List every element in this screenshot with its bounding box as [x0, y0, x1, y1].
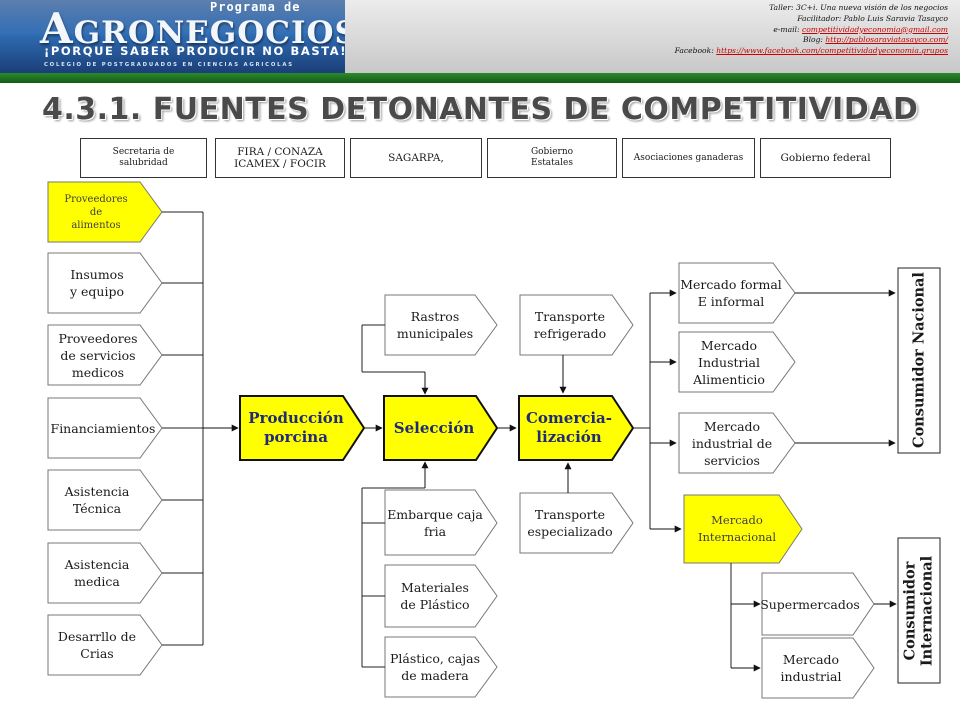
email-link[interactable]: competitividadyeconomia@gmail.com: [801, 24, 948, 34]
supplier-shape-crias: [47, 614, 163, 676]
info-blog-row: Blog: http://pablosaraviatasayco.com/: [675, 35, 948, 46]
workshop-info: Taller: 3C+i. Una nueva visión de los ne…: [675, 3, 948, 57]
mercado-formal-informal: Mercado formal E informal: [680, 277, 782, 309]
produccion-shape: [239, 395, 366, 461]
mercado-formal-shape: [678, 262, 796, 324]
info-facebook-label: Facebook:: [674, 46, 717, 56]
banner-program-label: Programa de: [210, 0, 301, 14]
supplier-shape-asistencia-medica: [47, 542, 163, 604]
supplier-shape-insumos: [47, 252, 163, 314]
supplier-shape-alimentos: [47, 181, 163, 243]
page-title: 4.3.1. FUENTES DETONANTES DE COMPETITIVI…: [42, 92, 919, 127]
banner-slogan: ¡PORQUE SABER PRODUCIR NO BASTA!: [44, 44, 345, 58]
mercado-internacional: Mercado Internacional: [697, 513, 777, 544]
materiales-shape: [384, 564, 498, 628]
institution-fira-conaza: FIRA / CONAZA ICAMEX / FOCIR: [215, 138, 345, 178]
consumidor-internacional: Consumidor Internacional: [901, 555, 936, 667]
info-email-label: e-mail:: [773, 24, 802, 34]
supplier-servicios-medicos: Proveedores de servicios medicos: [58, 330, 138, 380]
supermercados-shape: [761, 572, 875, 636]
mercado-industrial-servicios: Mercado industrial de servicios: [691, 418, 773, 468]
chain-comercializacion: Comercia- lización: [525, 409, 613, 446]
chain-seleccion: Selección: [393, 418, 475, 437]
mercado-industrial-alimenticio: Mercado Industrial Alimenticio: [693, 337, 765, 387]
supplier-desarrollo-crias: Desarrllo de Crias: [57, 629, 137, 661]
embarque-shape: [384, 489, 498, 556]
institution-gobierno-estatales: Gobierno Estatales: [487, 138, 617, 178]
input-materiales-plastico: Materiales de Plástico: [400, 580, 470, 612]
program-banner: Programa de AGRONEGOCIOS ¡PORQUE SABER P…: [0, 0, 345, 73]
seleccion-shape: [383, 395, 499, 461]
mercado-industrial-servicios-shape: [678, 412, 796, 474]
institution-gobierno-federal: Gobierno federal: [760, 138, 891, 178]
rastros-shape: [384, 294, 498, 356]
supplier-asistencia-medica: Asistencia medica: [64, 557, 130, 589]
supplier-bracket: [162, 211, 204, 646]
supplier-insumos-equipo: Insumos y equipo: [69, 267, 124, 299]
info-facebook-row: Facebook: https://www.facebook.com/compe…: [675, 46, 948, 57]
logo-initial: A: [40, 4, 74, 53]
institution-asociaciones-ganaderas: Asociaciones ganaderas: [622, 138, 755, 178]
consumidor-internacional-box: [897, 537, 941, 684]
header-bar: Taller: 3C+i. Una nueva visión de los ne…: [345, 0, 960, 73]
input-plastico-cajas-madera: Plástico, cajas de madera: [390, 651, 480, 683]
institution-secretaria-salubridad: Secretaria de salubridad: [80, 138, 207, 178]
banner-shine: [0, 0, 345, 36]
mercado-industrial-shape: [761, 637, 875, 699]
logo-rest: GRONEGOCIOS: [73, 15, 345, 51]
supplier-shape-asistencia-tecnica: [47, 469, 163, 531]
supplier-proveedores-alimentos: Proveedores de alimentos: [64, 193, 128, 231]
input-embarque-caja-fria: Embarque caja fria: [387, 506, 483, 539]
supplier-shape-servicios-medicos: [47, 324, 163, 386]
mercado-internacional-shape: [683, 494, 803, 564]
supplier-financiamientos: Financiamientos: [50, 420, 156, 436]
institution-sagarpa: SAGARPA,: [350, 138, 482, 178]
banner-college: COLEGIO DE POSTGRADUADOS EN CIENCIAS AGR…: [44, 62, 294, 68]
agronegocios-logo: AGRONEGOCIOS: [40, 4, 345, 53]
comercializacion-shape: [518, 395, 635, 461]
consumidor-nacional-box: [897, 267, 941, 454]
selection-input-connectors: [361, 324, 425, 668]
supplier-asistencia-tecnica: Asistencia Técnica: [64, 484, 130, 516]
info-facilitator: Facilitador: Pablo Luis Saravia Tasayco: [797, 13, 948, 23]
consumidor-nacional: Consumidor Nacional: [910, 272, 927, 448]
chain-produccion-porcina: Producción porcina: [248, 409, 344, 446]
plastico-shape: [384, 636, 498, 698]
blog-link[interactable]: http://pablosaraviatasayco.com/: [825, 35, 948, 45]
mercado-supermercados: Supermercados: [760, 596, 860, 612]
market-distribution-lines: [633, 293, 651, 529]
mercado-industrial-alimenticio-shape: [678, 331, 796, 393]
transporte-refrigerado: Transporte refrigerado: [533, 309, 607, 341]
info-blog-label: Blog:: [802, 35, 826, 45]
green-divider: [0, 73, 960, 83]
input-rastros-municipales: Rastros municipales: [396, 309, 474, 341]
transporte-refrigerado-shape: [519, 294, 634, 356]
mercado-industrial: Mercado industrial: [780, 652, 842, 684]
facebook-link[interactable]: https://www.facebook.com/competitividady…: [716, 46, 948, 56]
transporte-especializado-shape: [519, 492, 634, 554]
transporte-especializado: Transporte especializado: [527, 507, 613, 539]
info-workshop: Taller: 3C+i. Una nueva visión de los ne…: [769, 3, 948, 12]
info-email-row: e-mail: competitividadyeconomia@gmail.co…: [675, 25, 948, 36]
supplier-shape-financiamientos: [47, 397, 163, 459]
